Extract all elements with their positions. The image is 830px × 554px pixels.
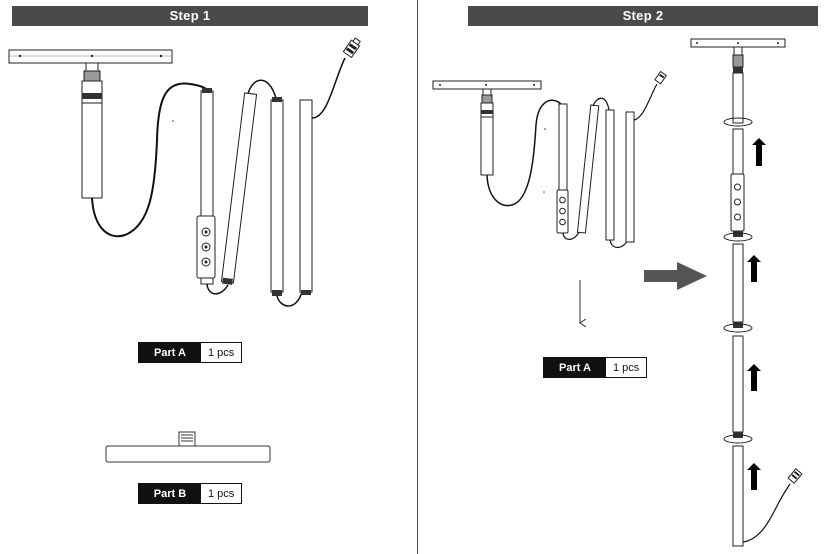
final-plug	[787, 468, 803, 484]
cable-4	[276, 291, 303, 307]
part-a-qty-step2: 1 pcs	[606, 358, 646, 377]
tube-4	[299, 99, 313, 295]
step2-cable-1	[486, 99, 562, 207]
tube-2	[220, 92, 258, 285]
tube-3	[270, 97, 284, 296]
part-b-label: Part B 1 pcs	[138, 483, 242, 504]
right-arrow	[644, 262, 707, 290]
cable-3	[247, 79, 277, 99]
step2-top-tube	[480, 88, 494, 176]
part-a-name-step2: Part A	[544, 358, 606, 377]
cable-1	[91, 82, 209, 238]
assembled-fixture	[690, 38, 786, 547]
part-b-name: Part B	[139, 484, 201, 503]
step-1-header: Step 1	[12, 6, 368, 26]
part-a-label-step1: Part A 1 pcs	[138, 342, 242, 363]
part-b-canopy	[105, 431, 271, 463]
step2-canopy-plate	[432, 80, 542, 90]
top-tube-with-connector	[81, 62, 103, 199]
cable-5	[311, 57, 346, 119]
cable-2	[206, 283, 229, 295]
power-plug	[342, 37, 361, 59]
up-arrows	[747, 138, 766, 490]
panel-divider	[417, 0, 418, 554]
rotation-marks	[723, 117, 753, 444]
step2-tube-3	[605, 109, 615, 241]
step-2-header: Step 2	[468, 6, 818, 26]
step2-tube-4	[625, 111, 635, 243]
part-a-label-step2: Part A 1 pcs	[543, 357, 647, 378]
part-a-name: Part A	[139, 343, 201, 362]
ceiling-canopy-plate	[8, 49, 173, 64]
part-a-qty: 1 pcs	[201, 343, 241, 362]
part-b-qty: 1 pcs	[201, 484, 241, 503]
tube-1-with-module	[196, 88, 216, 285]
step2-tube-1-with-module	[556, 103, 569, 234]
step2-tube-2	[576, 104, 600, 234]
step2-plug	[654, 70, 668, 85]
